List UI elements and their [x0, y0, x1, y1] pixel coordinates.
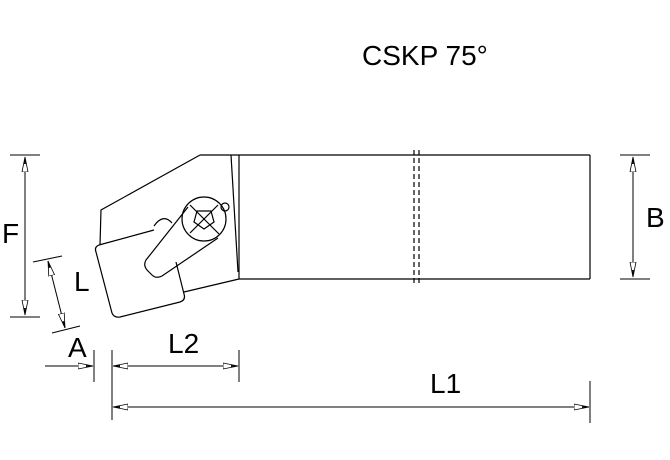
dimension-B	[620, 154, 650, 280]
label-B: B	[646, 202, 665, 233]
label-L: L	[74, 266, 90, 297]
square-insert	[94, 229, 186, 318]
label-L1: L1	[430, 368, 462, 399]
dimension-L2	[111, 350, 240, 420]
clamp	[144, 196, 230, 278]
label-F: F	[2, 218, 20, 249]
dimension-L	[32, 255, 81, 334]
label-L2: L2	[168, 328, 200, 359]
drawing-title: CSKP 75°	[362, 40, 488, 71]
holder-head	[99, 154, 240, 293]
shank-body	[200, 150, 591, 284]
dimension-F	[10, 154, 40, 318]
dimension-A	[45, 350, 95, 382]
dimension-L1	[113, 381, 591, 423]
label-A: A	[68, 332, 87, 363]
